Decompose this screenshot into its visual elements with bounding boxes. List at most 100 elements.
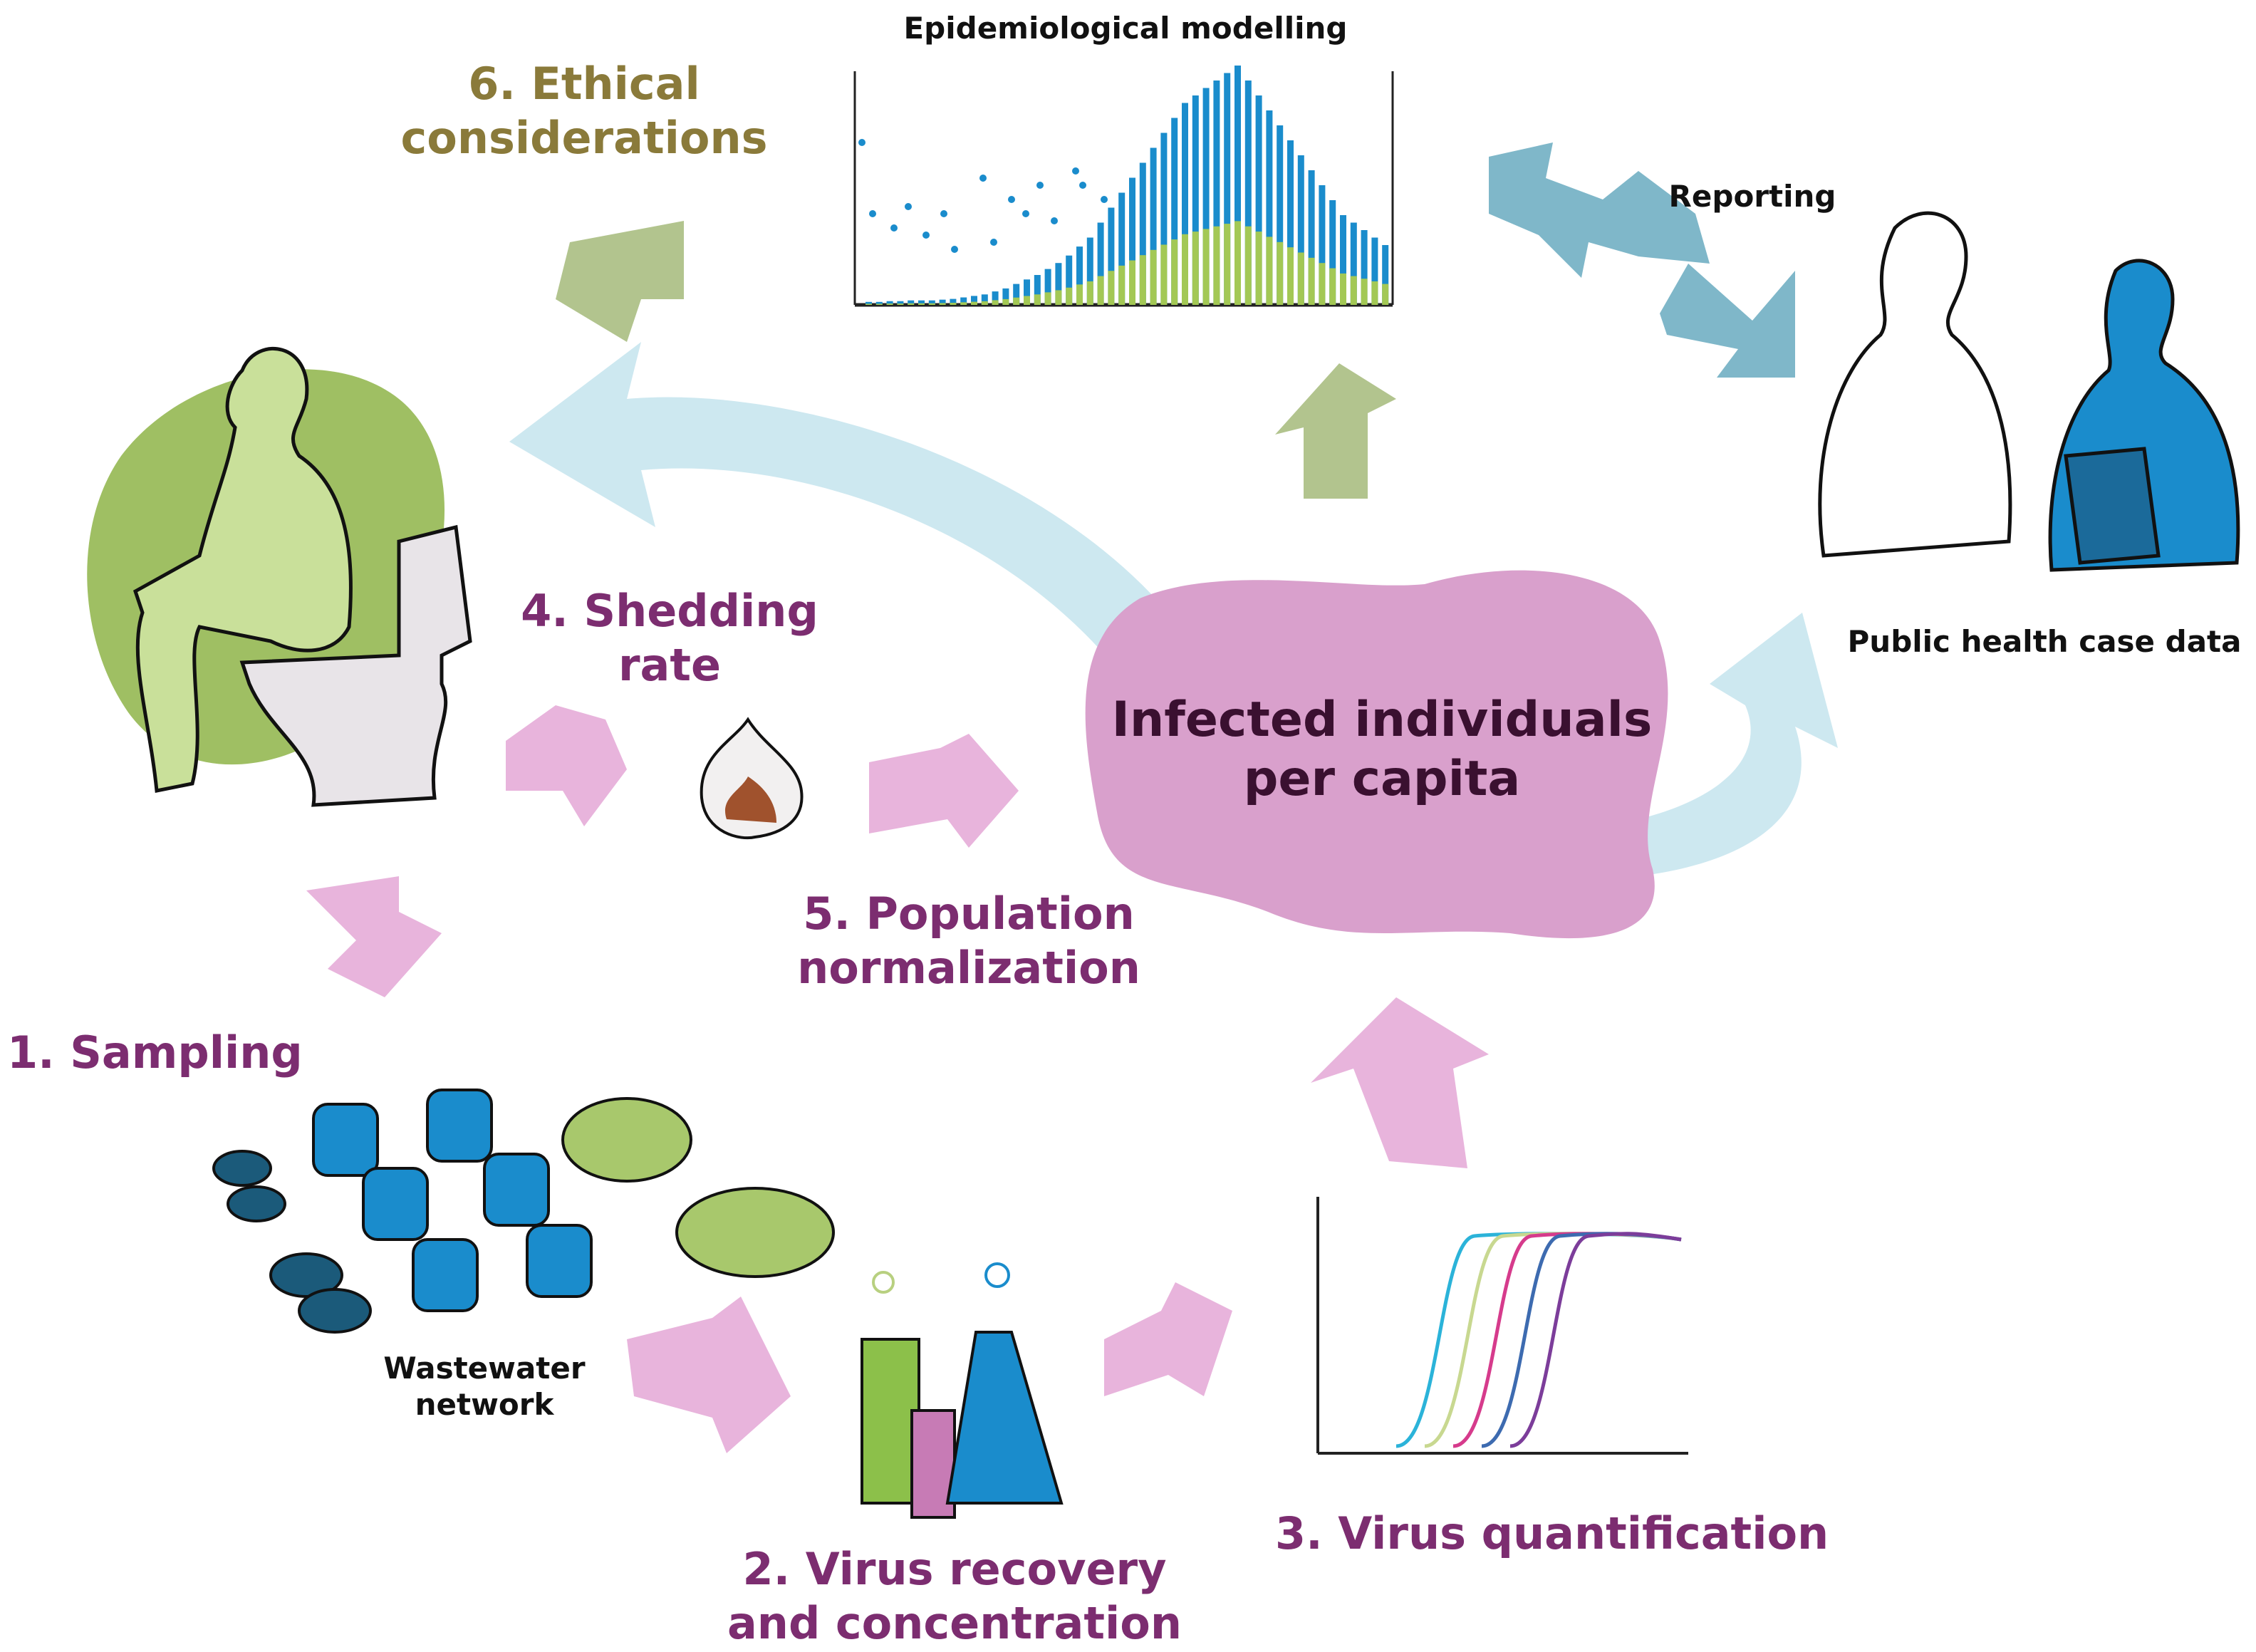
epi-bar — [1224, 73, 1231, 305]
epi-bar-green — [928, 303, 935, 305]
green-arrow-ethical — [556, 221, 684, 342]
epi-bar-green — [1150, 249, 1157, 305]
public-health-arrow — [1638, 613, 1838, 876]
epi-bar-green — [908, 303, 915, 305]
epi-dot — [858, 139, 866, 146]
epi-bar-green — [1277, 241, 1284, 305]
epi-bar-green — [1055, 290, 1062, 305]
epi-bar — [992, 291, 999, 305]
tank-1 — [312, 1103, 379, 1177]
ethical-label: 6. Ethical considerations — [399, 57, 769, 165]
epi-dot — [905, 203, 912, 210]
epi-dot — [1008, 196, 1015, 203]
epi-dot — [1022, 210, 1029, 217]
epi-bar — [1108, 207, 1115, 305]
epi-bar-green — [1192, 232, 1199, 305]
pink-arrow-shedding — [506, 705, 627, 826]
epi-bar-green — [1129, 260, 1135, 305]
stool-sample-illustration — [700, 717, 804, 840]
ethical-line-1: 6. Ethical — [468, 58, 700, 110]
quantification-label: 3. Virus quantification — [1275, 1507, 1829, 1559]
epi-dot — [922, 232, 930, 239]
shedding-line-1: 4. Shedding — [521, 585, 818, 637]
pcr-chart — [1316, 1197, 1688, 1455]
reporting-arrow-2 — [1660, 264, 1795, 378]
epi-bar — [1118, 192, 1126, 305]
clipboard-icon — [2064, 447, 2161, 565]
epi-bar-green — [1044, 292, 1051, 305]
health-workers-illustration — [1818, 211, 2240, 572]
epi-bar — [971, 296, 977, 305]
epi-dot — [940, 210, 947, 217]
epi-bar — [1234, 66, 1241, 305]
tank-5 — [412, 1238, 479, 1312]
epi-bar — [1319, 185, 1326, 305]
epi-bar — [1076, 246, 1083, 305]
epi-bar-green — [1287, 247, 1294, 305]
epi-bar — [1329, 200, 1336, 305]
epi-bar — [1340, 215, 1346, 305]
infected-line-2: per capita — [1243, 750, 1521, 807]
epi-bar — [928, 300, 935, 305]
epi-dot — [990, 239, 997, 246]
epi-bar — [886, 301, 893, 305]
ethical-line-2: considerations — [400, 111, 768, 164]
epi-bar-green — [1108, 271, 1115, 305]
infected-label: Infected individuals per capita — [1097, 691, 1667, 809]
bubble-1 — [872, 1271, 895, 1294]
epi-bar-green — [960, 302, 967, 305]
epi-bar-green — [1013, 297, 1020, 305]
population-label: 5. Population normalization — [769, 887, 1168, 994]
epi-bar-green — [1329, 268, 1336, 305]
epi-bar — [1255, 95, 1262, 305]
pink-arrow-population — [869, 734, 1019, 848]
dropper-bottle — [910, 1409, 956, 1519]
epi-bar — [1086, 237, 1093, 305]
pink-arrow-quant — [1104, 1282, 1232, 1396]
pink-arrow-recovery — [627, 1297, 791, 1453]
sampling-label: 1. Sampling — [7, 1027, 303, 1079]
epi-bar-green — [1097, 276, 1104, 305]
epi-bar-green — [971, 301, 977, 305]
epi-bar — [1002, 288, 1009, 305]
epi-bar-green — [1076, 284, 1083, 305]
epi-bar — [1097, 222, 1104, 305]
lab-flasks-illustration — [861, 1262, 1064, 1519]
epi-bar — [1371, 237, 1378, 305]
epi-bar — [1213, 80, 1220, 305]
epi-bar-green — [939, 303, 946, 305]
pcr-curve — [1509, 1232, 1682, 1448]
toilet-icon — [239, 524, 472, 807]
epi-bar-green — [1340, 273, 1346, 305]
tank-4 — [483, 1153, 550, 1227]
epi-bar — [897, 301, 904, 305]
shedding-label: 4. Shedding rate — [484, 584, 855, 692]
epi-bar — [1160, 133, 1168, 305]
tank-2 — [426, 1089, 493, 1163]
epi-bar — [960, 297, 967, 305]
infected-blob — [1085, 570, 1668, 939]
epi-bar — [981, 294, 988, 305]
epi-bar — [918, 300, 925, 305]
lid-1 — [561, 1097, 692, 1183]
worker-left — [1818, 211, 2012, 558]
epi-title: Epidemiological modelling — [903, 11, 1348, 46]
epi-bar — [1066, 255, 1073, 305]
epi-bar-green — [1319, 263, 1326, 305]
stool-icon — [724, 776, 776, 823]
epi-chart — [853, 66, 1394, 307]
epi-bar — [908, 300, 915, 305]
epi-bar-green — [1255, 232, 1262, 305]
epi-bar-green — [1034, 294, 1041, 305]
epi-bar — [1277, 125, 1284, 305]
epi-dot — [1036, 182, 1044, 189]
epi-bar-green — [1266, 237, 1273, 305]
epi-dot — [869, 210, 876, 217]
disc-2 — [227, 1185, 286, 1222]
epi-bar-green — [1202, 229, 1210, 305]
epi-dot — [1101, 196, 1108, 203]
epi-bar — [1044, 269, 1051, 305]
epi-bar-green — [992, 300, 999, 305]
epi-bar-green — [1297, 252, 1304, 305]
